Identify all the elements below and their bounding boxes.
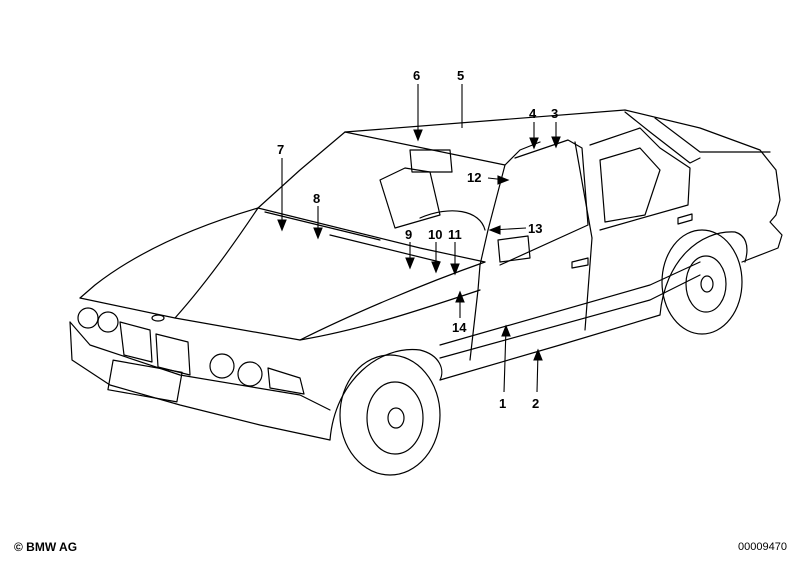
hood-front: [79, 297, 301, 341]
callout-11: 11: [448, 227, 462, 242]
indicator-right: [267, 367, 305, 395]
leader-1: [503, 327, 507, 393]
front-wheel: [339, 354, 441, 476]
rear-window: [624, 111, 701, 164]
body-side-molding-lower: [439, 274, 701, 359]
rear-wheel-arch: [659, 231, 748, 316]
headlight-right-outer: [237, 361, 263, 387]
windshield-left-pillar: [257, 131, 346, 209]
a-pillar: [479, 164, 506, 266]
arrow-4: [529, 137, 539, 150]
arrow-2: [533, 348, 543, 361]
arrow-13: [488, 225, 501, 235]
front-seat: [379, 167, 441, 229]
document-number: 00009470: [738, 541, 787, 553]
hood-crease: [174, 207, 259, 319]
arrow-12: [497, 175, 510, 185]
windshield: [344, 131, 541, 166]
door-handle-front: [571, 257, 589, 269]
callout-7: 7: [277, 142, 284, 157]
license-plate: [107, 359, 183, 403]
callout-1: 1: [499, 396, 506, 411]
rear-hub-center: [700, 275, 714, 293]
headlight-left-inner: [97, 311, 119, 333]
arrow-1: [501, 324, 511, 337]
headlight-left-outer: [77, 307, 99, 329]
hood-outline: [79, 207, 259, 299]
headlight-right-inner: [209, 353, 235, 379]
wiper-right: [329, 234, 441, 263]
callout-14: 14: [452, 320, 467, 335]
b-pillar: [574, 141, 593, 239]
headrest-front: [409, 149, 453, 173]
body-side-molding: [439, 261, 701, 346]
rear-seat: [599, 147, 661, 223]
front-wheel-arch: [329, 348, 443, 441]
arrow-8: [313, 227, 323, 240]
callout-4: 4: [529, 106, 537, 121]
callout-3: 3: [551, 106, 558, 121]
side-mirror: [497, 235, 531, 263]
rear-wheel: [661, 229, 743, 335]
grille-left: [119, 321, 153, 363]
front-hubcap: [366, 381, 424, 455]
wiper-left: [264, 211, 381, 241]
front-lower: [69, 321, 331, 441]
arrow-6: [413, 129, 423, 142]
arrow-14: [455, 290, 465, 303]
front-window: [499, 139, 589, 266]
arrow-11: [450, 263, 460, 276]
rear-door-window: [589, 127, 691, 231]
grille-right: [155, 333, 191, 376]
hood-right: [299, 261, 486, 341]
steering-wheel: [419, 210, 486, 231]
callout-13: 13: [528, 221, 542, 236]
arrow-3: [551, 136, 561, 149]
door-front-line: [469, 264, 481, 361]
arrow-9: [405, 257, 415, 270]
callout-12: 12: [467, 170, 481, 185]
rear-hubcap: [685, 255, 727, 313]
callout-8: 8: [313, 191, 320, 206]
callout-2: 2: [532, 396, 539, 411]
door-rear-line: [584, 237, 593, 331]
callout-10: 10: [428, 227, 442, 242]
hood-emblem: [151, 314, 165, 322]
front-hub-center: [387, 407, 405, 429]
copyright-notice: © BMW AG: [14, 540, 78, 554]
front-bumper: [69, 321, 331, 411]
callout-6: 6: [413, 68, 420, 83]
roof-outline: [344, 109, 783, 263]
callout-5: 5: [457, 68, 464, 83]
rocker-panel: [439, 314, 661, 381]
callout-9: 9: [405, 227, 412, 242]
arrow-10: [431, 261, 441, 274]
trunk-line: [654, 117, 771, 153]
arrow-7: [277, 219, 287, 232]
windshield-lower: [257, 207, 486, 263]
door-handle-rear: [677, 213, 693, 225]
